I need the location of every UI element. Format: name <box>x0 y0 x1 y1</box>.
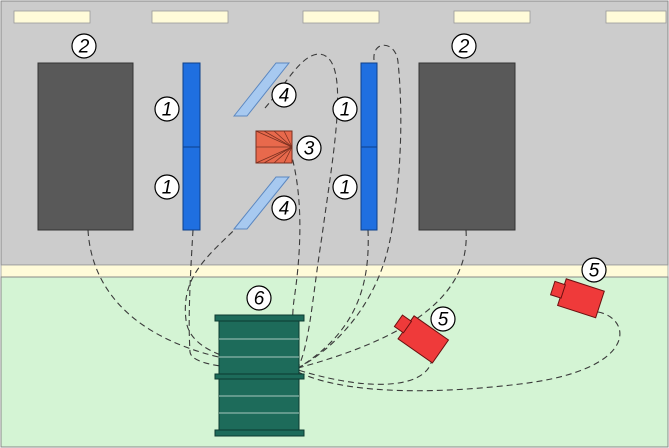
lower-zone <box>0 276 669 448</box>
ceiling-light <box>605 10 667 24</box>
cable-path <box>297 229 369 369</box>
cable-path <box>297 229 467 369</box>
ceiling-light <box>151 10 229 24</box>
callout-text: 1 <box>340 178 351 199</box>
callout-label: 2 <box>71 33 97 59</box>
barrel <box>214 314 305 437</box>
dark-block-left <box>37 62 134 231</box>
callout-label: 4 <box>271 195 297 221</box>
mirror-lower <box>232 176 291 230</box>
callout-text: 5 <box>589 261 600 282</box>
ceiling-light <box>453 10 531 24</box>
callout-label: 3 <box>296 135 322 161</box>
cable-path <box>264 53 339 369</box>
callout-label: 1 <box>332 96 358 122</box>
callout-text: 6 <box>254 289 265 310</box>
callout-text: 1 <box>340 100 351 121</box>
callout-label: 5 <box>581 257 607 283</box>
dark-block-right <box>418 62 516 231</box>
cable-path <box>184 209 299 369</box>
callout-text: 5 <box>438 310 449 331</box>
callout-label: 2 <box>451 33 477 59</box>
callout-text: 2 <box>78 37 90 58</box>
divider-strip <box>0 264 669 278</box>
callout-label: 1 <box>154 174 180 200</box>
callout-label: 6 <box>246 285 272 311</box>
callout-text: 1 <box>162 178 173 199</box>
callout-text: 4 <box>279 86 290 107</box>
cable-path <box>297 44 402 369</box>
red-device-right <box>549 278 605 319</box>
callout-label: 5 <box>430 306 456 332</box>
red-device-middle <box>393 314 450 364</box>
callout-text: 3 <box>304 139 315 160</box>
callout-label: 4 <box>271 82 297 108</box>
ceiling-light <box>302 10 380 24</box>
callout-label: 1 <box>332 174 358 200</box>
callout-text: 4 <box>279 199 290 220</box>
callout-text: 1 <box>162 100 173 121</box>
callout-label: 1 <box>154 96 180 122</box>
ceiling-light <box>13 10 91 24</box>
callout-text: 2 <box>458 37 470 58</box>
center-device <box>255 130 293 164</box>
mirror-upper <box>232 62 291 117</box>
cable-path <box>297 311 621 392</box>
